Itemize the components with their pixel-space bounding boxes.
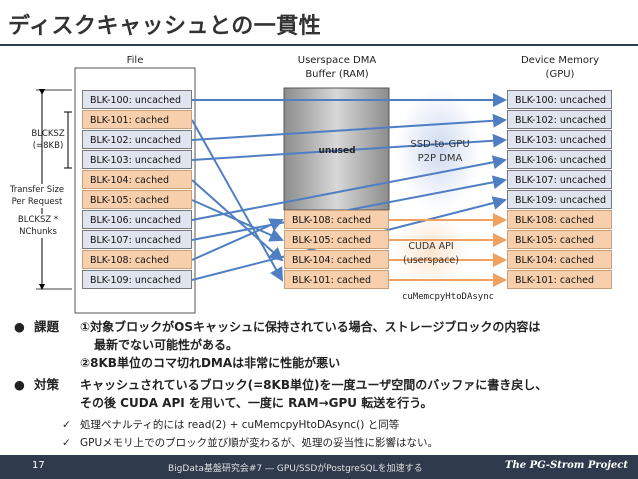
measure-line-1: キャッシュされているブロック(=8KB単位)を一度ユーザ空間のバッファに書き戻し…: [80, 378, 548, 392]
device-block: BLK-103: uncached: [507, 130, 612, 149]
sub-bullet-1: 処理ペナルティ的には read(2) + cuMemcpyHtoDAsync()…: [80, 419, 400, 431]
read-arrow: [191, 199, 284, 242]
slide-title: ディスクキャッシュとの一貫性: [8, 14, 322, 39]
file-block: BLK-107: uncached: [82, 230, 192, 249]
transfer-size-label: Transfer Size Per Request: [2, 184, 72, 208]
device-memory-label: Device Memory (GPU): [520, 55, 600, 80]
measure-heading: 対策: [34, 377, 60, 392]
issue-line-1: ①対象ブロックがOSキャッシュに保持されている場合、ストレージブロックの内容は: [80, 320, 541, 334]
buffer-block: BLK-104: cached: [284, 250, 389, 269]
device-block: BLK-102: uncached: [507, 110, 612, 129]
p2p-dma-glow: [397, 88, 481, 212]
p2p-arrow: [191, 155, 507, 221]
cuda-api-glow: [393, 213, 469, 289]
ssd-to-gpu-label: SSD-to-GPU P2P DMA: [410, 139, 470, 164]
device-block: BLK-109: uncached: [507, 190, 612, 209]
bullet-dot-issue: ●: [14, 319, 25, 334]
check-icon-1: ✓: [62, 419, 71, 431]
device-block: BLK-108: cached: [507, 210, 612, 229]
cuda-api-label: CUDA API (userspace): [402, 241, 459, 266]
file-block: BLK-103: uncached: [82, 150, 192, 169]
check-icon-2: ✓: [62, 437, 71, 449]
dma-buffer-label: Userspace DMA Buffer (RAM): [297, 55, 377, 80]
device-block: BLK-101: cached: [507, 270, 612, 289]
issue-heading: 課題: [34, 319, 60, 334]
cumemcpy-label: cuMemcpyHtoDAsync: [401, 292, 495, 302]
buffer-block: BLK-101: cached: [284, 270, 389, 289]
project-logo: The PG-Strom Project: [505, 460, 628, 471]
title-underline: [0, 44, 638, 46]
device-block: BLK-105: cached: [507, 230, 612, 249]
file-container: [74, 67, 196, 314]
unused-label: unused: [318, 146, 356, 156]
file-block: BLK-106: uncached: [82, 210, 192, 229]
device-block: BLK-104: cached: [507, 250, 612, 269]
file-block: BLK-108: cached: [82, 250, 192, 269]
footer-text: BigData基盤研究会#7 ― GPU/SSDがPostgreSQLを加速する: [168, 464, 423, 474]
file-block: BLK-100: uncached: [82, 90, 192, 109]
device-block: BLK-107: uncached: [507, 170, 612, 189]
measure-line-1b: その後 CUDA API を用いて、一度に RAM→GPU 転送を行う。: [80, 396, 433, 410]
read-arrow: [191, 218, 284, 261]
issue-line-2: ②8KB単位のコマ切れDMAは非常に性能が悪い: [80, 356, 341, 370]
issue-line-1b: 最新でない可能性がある。: [94, 338, 239, 352]
p2p-arrow: [191, 113, 507, 141]
blcksz-nchunks-label: BLCKSZ * NChunks: [8, 214, 68, 238]
file-label: File: [126, 55, 144, 66]
blcksz-label: BLCKSZ (=8KB): [31, 129, 65, 151]
footer-bar: 17 BigData基盤研究会#7 ― GPU/SSDがPostgreSQLを加…: [0, 455, 638, 479]
file-block: BLK-104: cached: [82, 170, 192, 189]
transfer-arrows: [191, 93, 507, 287]
file-block: BLK-109: uncached: [82, 270, 192, 289]
sub-bullet-2: GPUメモリ上でのブロック並び順が変わるが、処理の妥当性に影響はない。: [80, 437, 438, 449]
file-block: BLK-102: uncached: [82, 130, 192, 149]
read-arrow: [191, 119, 283, 282]
file-block: BLK-101: cached: [82, 110, 192, 129]
bullet-dot-measure: ●: [14, 377, 25, 392]
device-block: BLK-106: uncached: [507, 150, 612, 169]
file-block: BLK-105: cached: [82, 190, 192, 209]
buffer-block: BLK-108: cached: [284, 210, 389, 229]
page-number: 17: [32, 460, 45, 471]
buffer-block: BLK-105: cached: [284, 230, 389, 249]
device-block: BLK-100: uncached: [507, 90, 612, 109]
consistency-diagram: [36, 67, 507, 314]
p2p-arrow: [191, 133, 507, 161]
